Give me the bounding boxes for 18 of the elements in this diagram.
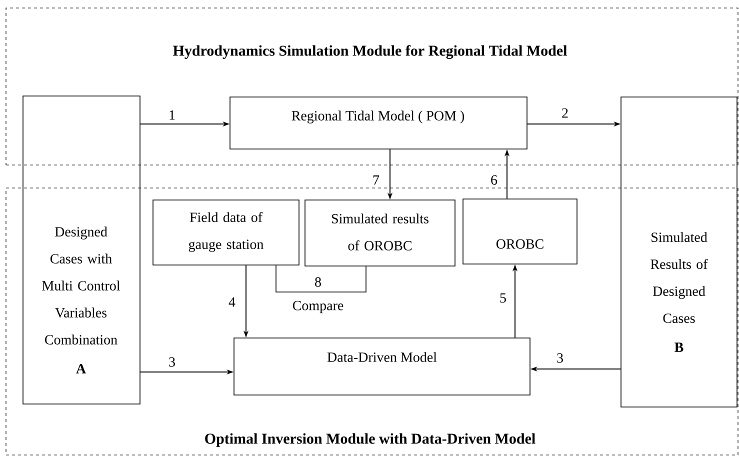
text-box: Field data of gauge station — [152, 200, 300, 266]
note-label: Compare — [292, 300, 344, 314]
text-box: Regional Tidal Model ( POM ) — [230, 96, 528, 150]
edge-label: 8 — [314, 276, 322, 288]
text-box: Simulated Results of Designed Cases B — [620, 96, 738, 408]
edge-label: 7 — [372, 174, 380, 186]
edge-label: 3 — [556, 352, 564, 364]
edge-label: 6 — [490, 174, 498, 186]
text-box: OROBC — [462, 198, 578, 264]
connector-line — [276, 265, 366, 292]
text-box: Designed Cases with Multi Control Variables Combination A — [22, 96, 140, 404]
edge-label: 4 — [228, 296, 236, 308]
edge-label: 3 — [168, 356, 176, 368]
edge-label: 1 — [168, 109, 176, 121]
text-box: Simulated results of OROBC — [304, 200, 456, 266]
edge-label: 2 — [560, 107, 570, 119]
text-box: Data-Driven Model — [234, 338, 530, 396]
edge-label: 5 — [498, 292, 508, 304]
